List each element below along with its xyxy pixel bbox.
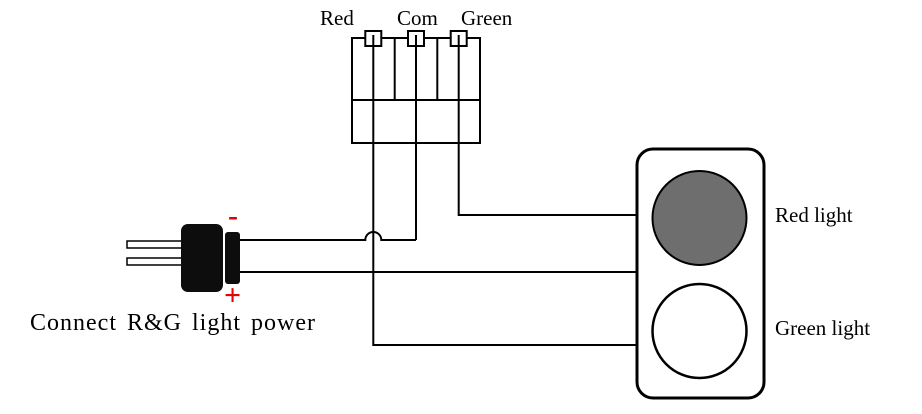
screw-terminal-green-icon [449, 30, 468, 52]
terminal-label-green: Green [461, 6, 513, 30]
green-light-label: Green light [775, 316, 871, 340]
plug-prong-top [126, 240, 186, 249]
wire-minus-with-hop [238, 231, 416, 241]
plug-caption: Connect R&G light power [30, 310, 316, 336]
terminal-label-red: Red [320, 6, 354, 30]
plug-prong-bottom [126, 257, 186, 266]
plus-polarity-label: + [224, 279, 242, 312]
red-light-label: Red light [775, 203, 853, 227]
minus-polarity-label: - [228, 199, 238, 232]
wires [238, 52, 637, 346]
screw-terminal-red-icon [364, 30, 383, 52]
power-plug [126, 224, 240, 292]
plug-body [181, 224, 223, 292]
wire-green-terminal-to-red-light [457, 52, 637, 216]
screw-terminals [364, 30, 468, 52]
traffic-light [635, 147, 766, 400]
wire-red-terminal-to-green-light [372, 52, 637, 346]
green-light-circle [651, 282, 748, 380]
terminal-label-com: Com [397, 6, 438, 30]
red-light-circle [651, 170, 748, 266]
screw-terminal-com-icon [407, 30, 425, 52]
plug-collar [225, 232, 240, 284]
